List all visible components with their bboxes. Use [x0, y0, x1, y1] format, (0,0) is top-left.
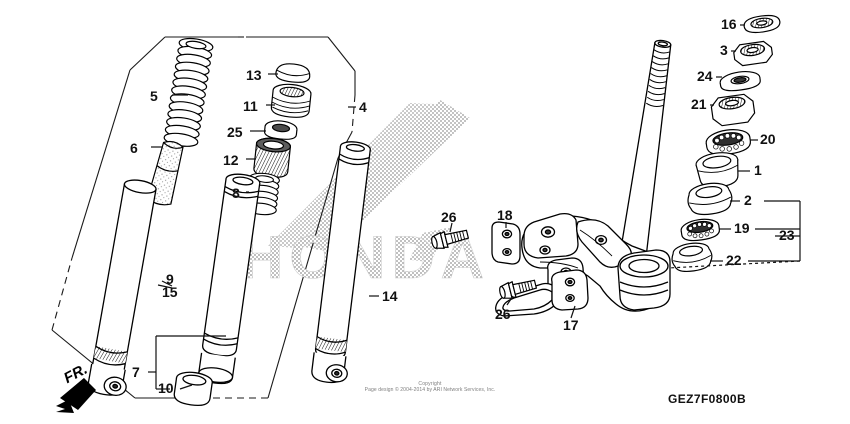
part-fork-bottom-case: [198, 173, 261, 385]
part-steering-bottom-bridge: [521, 212, 671, 312]
callout-label-7[interactable]: 7: [132, 364, 140, 380]
part-steering-top-nut: [743, 14, 781, 34]
part-cable-guide-stay: [495, 269, 589, 317]
callout-label-10[interactable]: 10: [158, 380, 174, 396]
callout-label-20[interactable]: 20: [760, 131, 776, 147]
callout-label-3[interactable]: 3: [720, 42, 728, 58]
part-fork-spring: [163, 37, 214, 147]
callout-label-12[interactable]: 12: [223, 152, 239, 168]
part-flange-bolt-lower: [499, 279, 538, 299]
part-steering-washer: [719, 71, 761, 92]
copyright-line-2: Page design © 2004-2014 by ARI Network S…: [364, 387, 496, 393]
part-lower-dust-seal: [671, 242, 713, 273]
part-fork-pipe: [311, 141, 371, 384]
callout-label-5[interactable]: 5: [150, 88, 158, 104]
part-dust-seal: [173, 371, 213, 407]
part-steering-lock-nut: [733, 40, 774, 67]
part-fork-spacer-collar: [253, 137, 291, 178]
leader-lines-left: [151, 73, 379, 297]
callout-label-16[interactable]: 16: [721, 16, 737, 32]
callout-label-2[interactable]: 2: [744, 192, 752, 208]
part-oil-seal-washer: [263, 120, 298, 140]
part-brake-hose-clamp: [491, 221, 521, 265]
callout-label-8[interactable]: 8: [232, 185, 240, 201]
front-direction-arrow: [56, 378, 96, 413]
callout-label-25[interactable]: 25: [227, 124, 243, 140]
part-upper-cone-race: [695, 152, 739, 188]
callout-label-17[interactable]: 17: [563, 317, 579, 333]
callout-label-6[interactable]: 6: [130, 140, 138, 156]
part-lower-ball-race-bearing: [680, 218, 720, 242]
callout-label-15[interactable]: 15: [162, 284, 178, 300]
callout-label-19[interactable]: 19: [734, 220, 750, 236]
diagram-part-code: GEZ7F0800B: [668, 392, 747, 406]
callout-label-23[interactable]: 23: [779, 227, 795, 243]
copyright-notice: Copyright Page design © 2004-2014 by ARI…: [330, 381, 530, 393]
callout-label-26-lower[interactable]: 26: [495, 306, 511, 322]
group-bracket-23: [667, 200, 801, 269]
callout-label-21[interactable]: 21: [691, 96, 707, 112]
part-upper-ball-race-bearing: [705, 129, 751, 156]
copyright-line-1: Copyright: [418, 381, 442, 387]
part-upper-dust-seal: [687, 182, 733, 216]
part-fork-slider-left: [87, 179, 157, 396]
callout-label-11[interactable]: 11: [243, 98, 258, 114]
callout-label-24[interactable]: 24: [697, 68, 713, 84]
part-fork-bolt-cap: [275, 63, 311, 83]
callout-label-26-upper[interactable]: 26: [441, 209, 457, 225]
callout-label-22[interactable]: 22: [726, 252, 742, 268]
leader-lines-right: [449, 24, 758, 319]
part-flange-bolt-upper: [431, 229, 470, 249]
part-fork-bolt: [270, 83, 312, 118]
callout-label-4[interactable]: 4: [359, 99, 367, 115]
callout-label-9[interactable]: 9: [166, 271, 174, 287]
callout-label-13[interactable]: 13: [246, 67, 262, 83]
part-steering-adjust-nut: [710, 93, 756, 127]
callout-label-14[interactable]: 14: [382, 288, 398, 304]
callout-label-18[interactable]: 18: [497, 207, 513, 223]
group-bracket-7: [148, 335, 226, 390]
leader-9-15: [161, 280, 173, 287]
callout-label-1[interactable]: 1: [754, 162, 762, 178]
